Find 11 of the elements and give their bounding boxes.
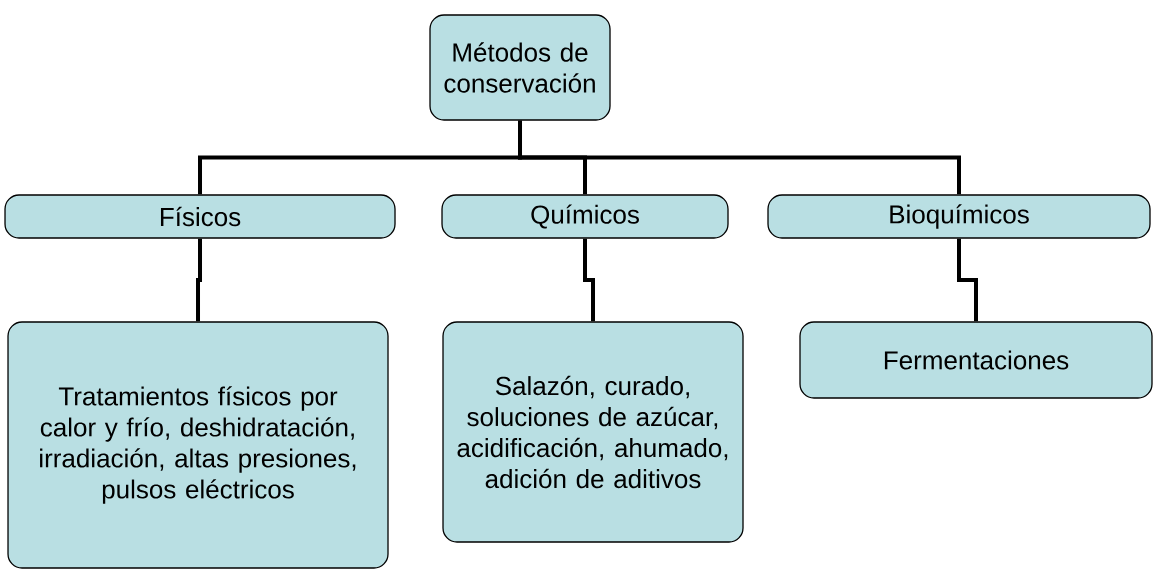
connector-line: [518, 120, 961, 195]
connector-line: [957, 238, 978, 322]
method-box: Fermentaciones: [799, 321, 1153, 399]
category-box: Bioquímicos: [767, 194, 1151, 239]
method-box: Tratamientos físicos por calor y frío, deshidratación, irradiación, altas presiones, pulsos eléctricos: [7, 321, 389, 569]
root-box: Métodos de conservación: [429, 14, 611, 121]
category-box: Físicos: [4, 194, 396, 239]
method-box: Salazón, curado, soluciones de azúcar, acidificación, ahumado, adición de aditivos: [442, 321, 744, 543]
connector-line: [583, 238, 595, 322]
category-box: Químicos: [441, 194, 729, 239]
connector-line: [196, 238, 202, 322]
